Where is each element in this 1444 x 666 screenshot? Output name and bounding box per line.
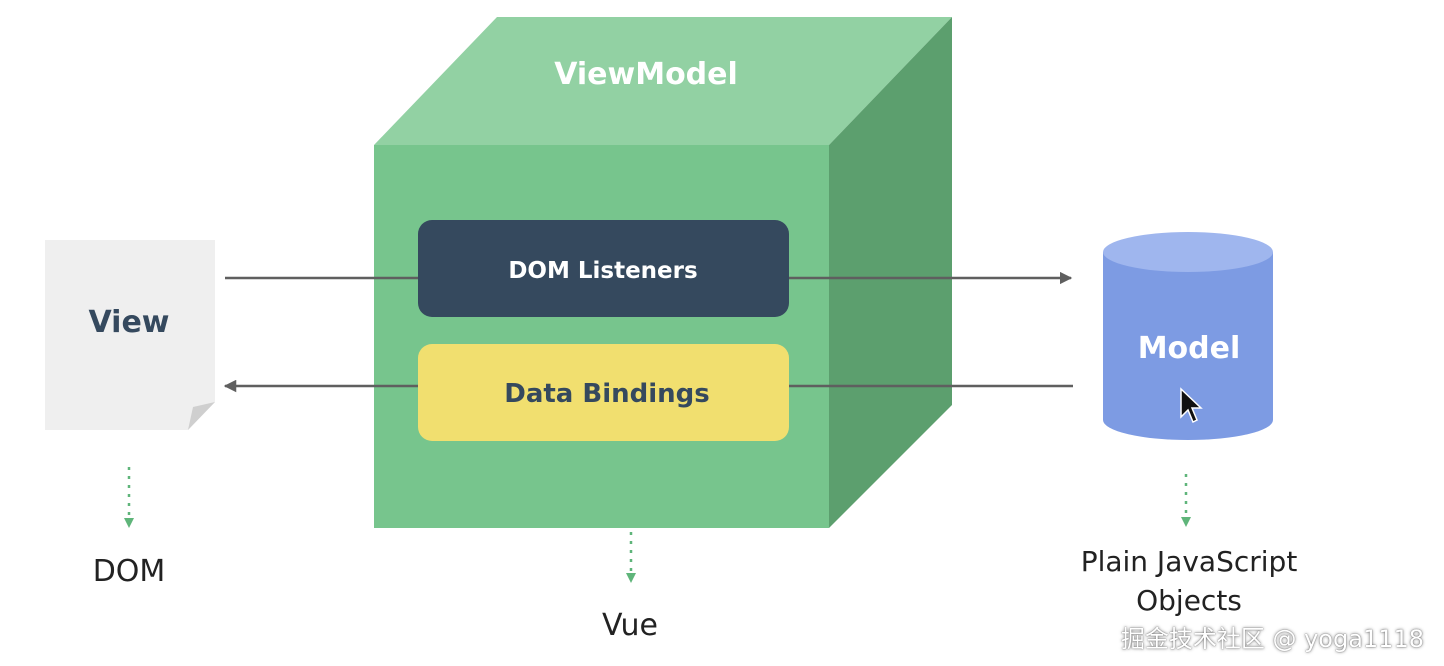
model-caption-line2: Objects xyxy=(1136,584,1242,617)
view-caption: DOM xyxy=(93,554,166,589)
mouse-cursor-icon xyxy=(1180,387,1203,424)
view-paper-fold xyxy=(188,402,215,430)
cube-side-face xyxy=(829,17,952,528)
dom-listeners-label: DOM Listeners xyxy=(508,258,697,284)
cube-top-face xyxy=(374,17,952,145)
model-body xyxy=(1103,252,1273,440)
viewmodel-caption: Vue xyxy=(602,608,658,643)
data-bindings-label: Data Bindings xyxy=(504,379,710,409)
viewmodel-title: ViewModel xyxy=(554,57,738,92)
model-title: Model xyxy=(1138,331,1241,366)
data-bindings-box: Data Bindings xyxy=(418,344,789,441)
view-title: View xyxy=(88,305,169,340)
model-caption-line1: Plain JavaScript xyxy=(1081,545,1298,578)
view-paper xyxy=(45,240,215,430)
model-top xyxy=(1103,232,1273,272)
model-database: Model xyxy=(1103,232,1273,440)
watermark: 掘金技术社区 @ yoga1118 xyxy=(1120,625,1424,653)
view-document: View xyxy=(45,240,215,430)
viewmodel-cube: ViewModel xyxy=(374,17,952,528)
dom-listeners-box: DOM Listeners xyxy=(418,220,789,317)
cube-front-face xyxy=(374,145,829,528)
